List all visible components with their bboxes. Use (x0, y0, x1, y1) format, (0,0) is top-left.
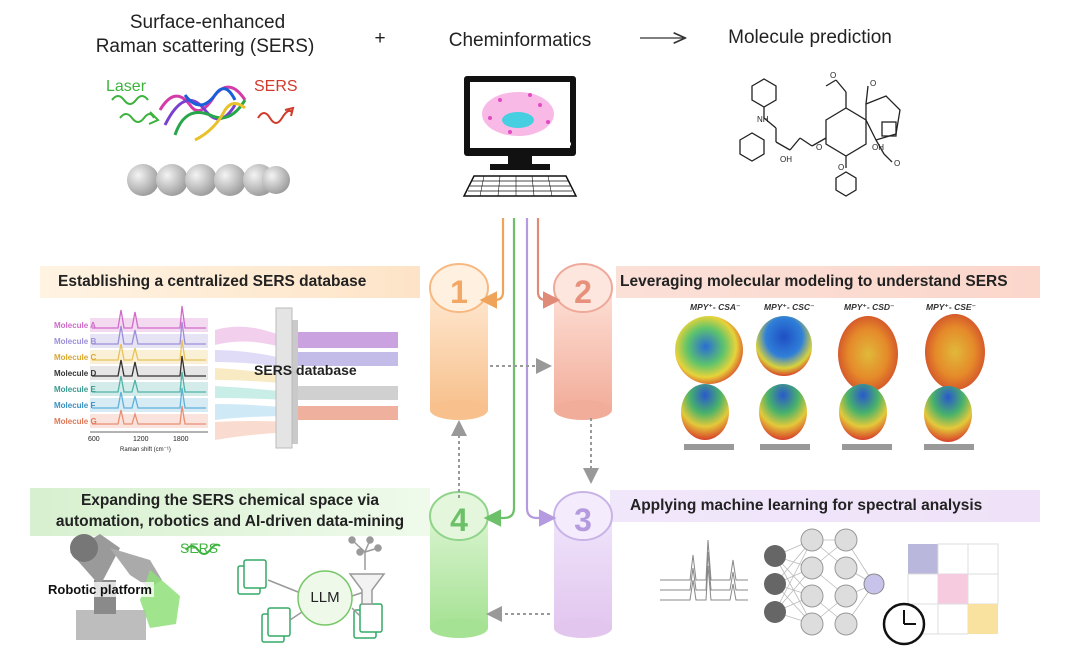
cylinder-3 (553, 491, 613, 638)
banner-1-bg (40, 266, 420, 298)
flow-red (536, 218, 561, 309)
model-label: MPY⁺- CSC⁻ (764, 302, 815, 312)
step-4-number: 4 (450, 502, 468, 538)
sers-wave-label: SERS (254, 78, 298, 95)
robotic-platform-label: Robotic platform (46, 582, 154, 597)
step-2-title: Leveraging molecular modeling to underst… (620, 273, 1008, 290)
svg-text:OH: OH (872, 143, 884, 152)
tick-label: 600 (88, 436, 100, 443)
step-3-number: 3 (574, 502, 592, 538)
x-axis-label: Raman shift (cm⁻¹) (120, 447, 171, 453)
spectra-stack (90, 305, 208, 433)
clock-icon (882, 602, 926, 646)
tick-label: 1200 (133, 436, 149, 443)
plus-sign: + (374, 28, 386, 49)
database-device (215, 307, 398, 449)
robot-sers-label: SERS (180, 540, 219, 556)
sers-title-line1: Surface-enhanced (129, 12, 286, 33)
svg-text:O: O (830, 71, 836, 80)
molecule-label: Molecule E (54, 385, 96, 394)
molecule-label: Molecule A (54, 321, 96, 330)
confusion-matrix (907, 543, 999, 635)
cylinder-1 (429, 263, 489, 420)
svg-text:O: O (838, 163, 844, 172)
ml-spectra (660, 539, 748, 601)
cylinder-4 (429, 491, 489, 638)
banner-3-bg (610, 490, 1040, 522)
step-4-title-line1: Expanding the SERS chemical space via (80, 492, 380, 509)
model-label: MPY⁺- CSA⁻ (690, 302, 741, 312)
flow-green (483, 218, 516, 527)
svg-text:O: O (816, 143, 822, 152)
cylinder-2 (553, 263, 613, 420)
svg-text:O: O (894, 159, 900, 168)
sers-title-line2: Raman scattering (SERS) (95, 36, 315, 57)
step-1-number: 1 (450, 274, 468, 310)
tick-label: 1800 (173, 436, 189, 443)
flow-purple (525, 218, 557, 527)
step-2-number: 2 (574, 274, 592, 310)
step-3-title: Applying machine learning for spectral a… (630, 497, 983, 514)
svg-text:NH: NH (757, 115, 769, 124)
cheminformatics-title: Cheminformatics (448, 30, 592, 51)
step-1-title: Establishing a centralized SERS database (58, 273, 367, 290)
flow-orange (479, 218, 505, 309)
model-label: MPY⁺- CSE⁻ (926, 302, 977, 312)
molecule-label: Molecule G (54, 417, 97, 426)
molecular-models (675, 314, 985, 450)
computer-icon (462, 76, 578, 197)
step-4-title-line2: automation, robotics and AI-driven data-… (55, 513, 405, 530)
document-icons (237, 559, 383, 643)
step-4-title: Expanding the SERS chemical space via au… (30, 490, 430, 532)
laser-label: Laser (106, 78, 147, 95)
llm-label: LLM (310, 589, 340, 606)
prediction-title: Molecule prediction (728, 27, 892, 48)
model-label: MPY⁺- CSD⁻ (844, 302, 895, 312)
banner-4-bg (30, 488, 430, 536)
svg-text:OH: OH (780, 155, 792, 164)
banner-2-bg (616, 266, 1040, 298)
svg-text:O: O (870, 79, 876, 88)
neural-network (764, 528, 885, 636)
molecule-structure (739, 78, 901, 197)
molecule-label: Molecule F (54, 401, 96, 410)
molecule-label: Molecule C (54, 353, 97, 362)
molecule-label: Molecule B (54, 337, 97, 346)
molecule-label: Molecule D (54, 369, 97, 378)
sers-illustration (111, 85, 295, 196)
sers-database-label: SERS database (254, 362, 357, 378)
llm-hub (267, 536, 386, 626)
